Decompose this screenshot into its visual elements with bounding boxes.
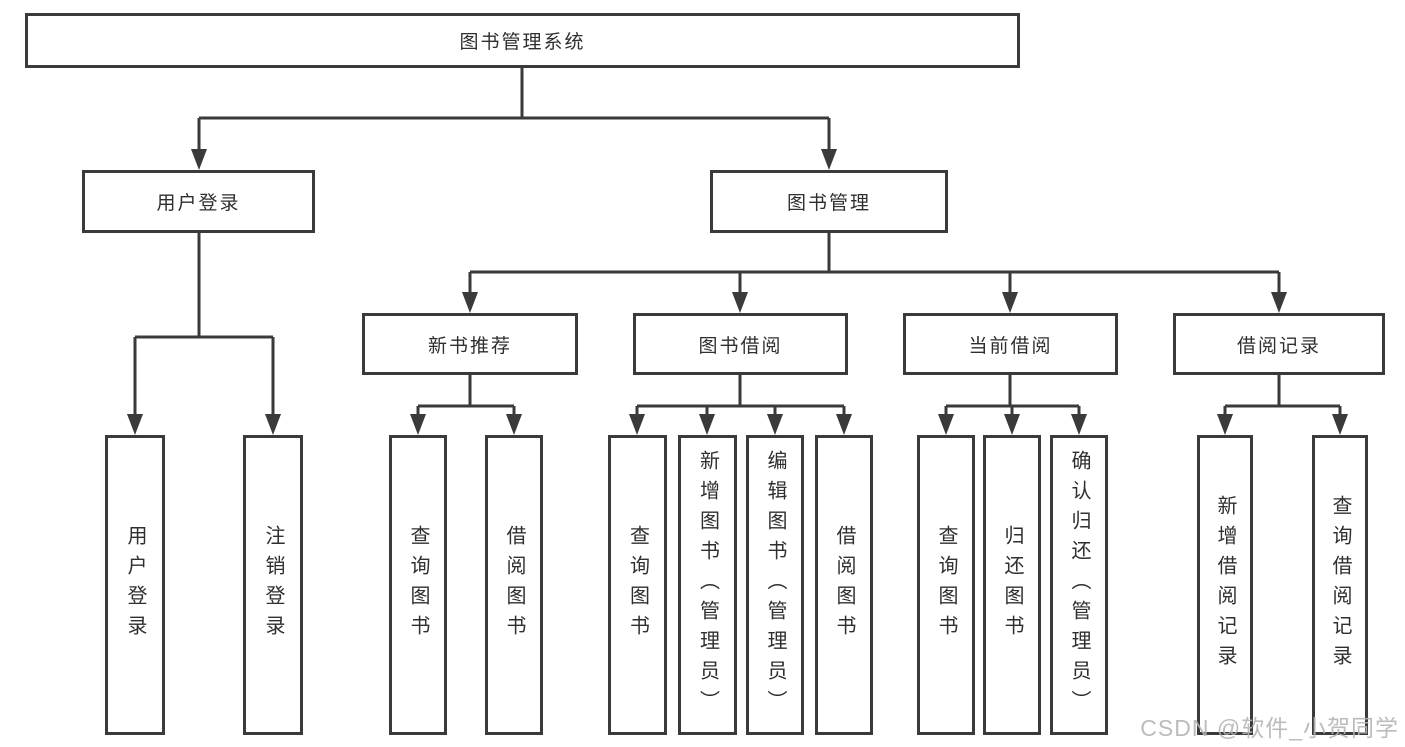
leaf-return-books: 归还图书	[983, 435, 1041, 735]
leaf-confirm-return-admin: 确认归还（管理员）	[1050, 435, 1108, 735]
node-book-management: 图书管理	[710, 170, 948, 233]
leaf-query-books-current: 查询图书	[917, 435, 975, 735]
leaf-borrow-books-recommend: 借阅图书	[485, 435, 543, 735]
leaf-add-borrow-record: 新增借阅记录	[1197, 435, 1253, 735]
arrowheads	[127, 149, 1348, 435]
leaf-borrow-books: 借阅图书	[815, 435, 873, 735]
leaf-query-books-borrow: 查询图书	[608, 435, 667, 735]
csdn-watermark: CSDN @软件_小贺同学	[1140, 715, 1399, 741]
leaf-query-borrow-record: 查询借阅记录	[1312, 435, 1368, 735]
leaf-add-books-admin: 新增图书（管理员）	[678, 435, 737, 735]
node-library-system: 图书管理系统	[25, 13, 1020, 68]
node-user-login: 用户登录	[82, 170, 315, 233]
leaf-logout: 注销登录	[243, 435, 303, 735]
leaf-user-login: 用户登录	[105, 435, 165, 735]
leaf-edit-books-admin: 编辑图书（管理员）	[746, 435, 804, 735]
node-borrow-records: 借阅记录	[1173, 313, 1385, 375]
leaf-query-books-recommend: 查询图书	[389, 435, 447, 735]
node-book-borrow: 图书借阅	[633, 313, 848, 375]
node-new-book-recommend: 新书推荐	[362, 313, 578, 375]
node-current-borrow: 当前借阅	[903, 313, 1118, 375]
